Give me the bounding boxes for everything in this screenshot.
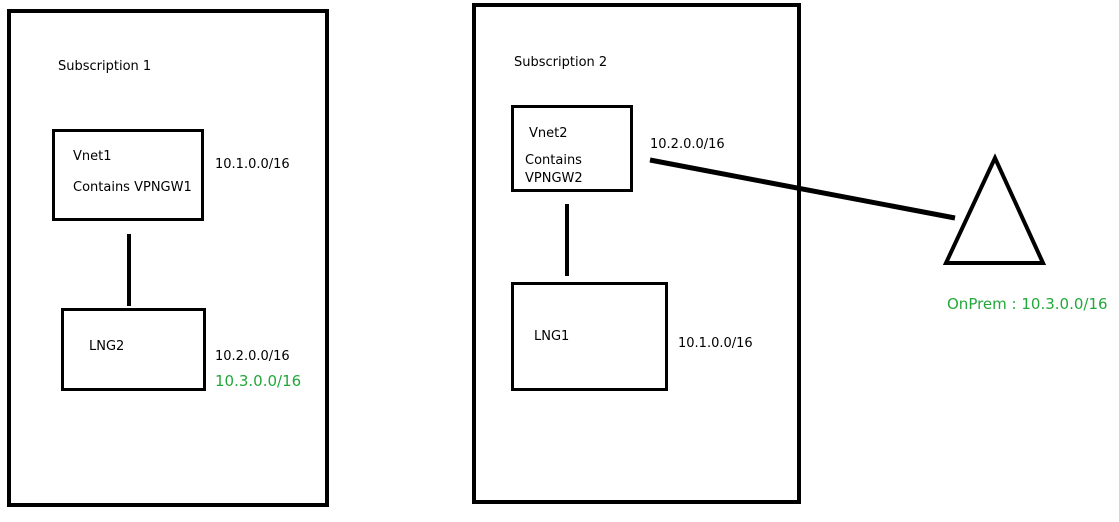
vnet1-cidr: 10.1.0.0/16	[215, 157, 290, 172]
lng2-added-cidr: 10.3.0.0/16	[215, 372, 302, 390]
vnet2-contains-line1: Contains	[525, 153, 582, 168]
lng2-name: LNG2	[89, 339, 125, 354]
vnet2-box	[511, 105, 633, 192]
vnet2-cidr: 10.2.0.0/16	[650, 137, 725, 152]
subscription2-label: Subscription 2	[514, 55, 608, 70]
subscription1-label: Subscription 1	[58, 59, 152, 74]
onprem-label: OnPrem : 10.3.0.0/16	[947, 295, 1108, 313]
lng1-box	[511, 282, 668, 391]
lng2-box	[61, 308, 206, 391]
lng2-cidr: 10.2.0.0/16	[215, 349, 290, 364]
vnet1-contains: Contains VPNGW1	[73, 180, 192, 195]
subscription1-frame	[7, 9, 329, 507]
subscription2-frame	[472, 3, 801, 504]
lng1-cidr: 10.1.0.0/16	[678, 336, 753, 351]
vnet2-contains-line2: VPNGW2	[525, 171, 583, 186]
vnet1-name: Vnet1	[73, 149, 112, 164]
onprem-triangle-icon	[942, 153, 1047, 265]
lng1-name: LNG1	[534, 329, 570, 344]
vnet1-box	[52, 129, 204, 221]
vnet2-onprem-connector	[649, 157, 956, 221]
vnet2-name: Vnet2	[529, 126, 568, 141]
